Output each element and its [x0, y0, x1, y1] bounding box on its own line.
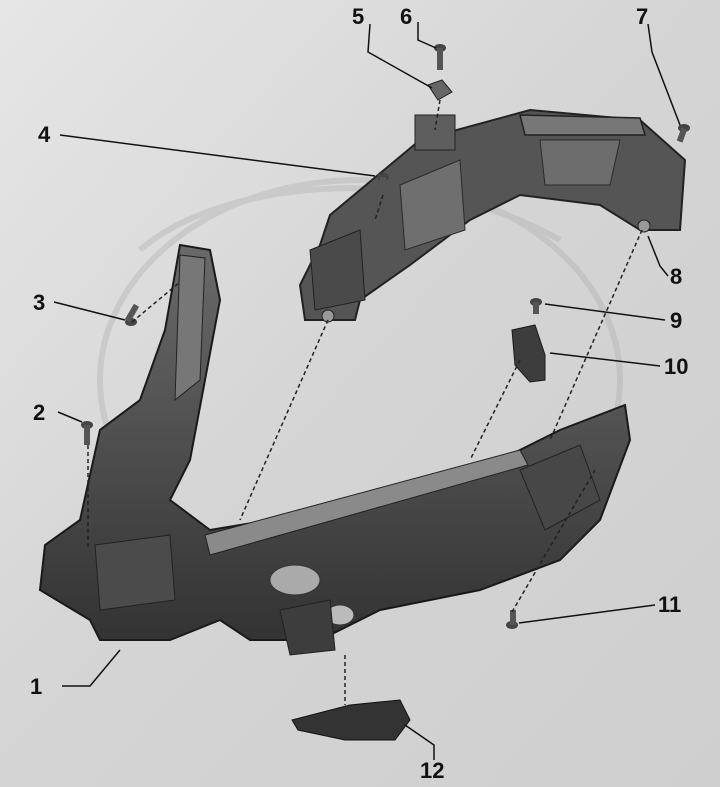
bolt-9	[530, 298, 542, 314]
callout-3: 3	[33, 290, 46, 315]
callout-5: 5	[352, 4, 365, 29]
main-lower-bracket	[38, 243, 632, 656]
callout-11: 11	[658, 592, 682, 617]
leader-lines	[53, 22, 681, 760]
callout-8: 8	[670, 264, 683, 289]
bolt-7	[676, 124, 690, 143]
fasteners	[81, 44, 690, 741]
bolt-6	[434, 44, 446, 70]
callout-9: 9	[670, 308, 683, 333]
callout-1: 1	[30, 674, 43, 699]
callout-10: 10	[664, 354, 689, 379]
callout-4: 4	[38, 122, 51, 147]
clip-10	[511, 324, 546, 383]
clip-12	[291, 699, 411, 741]
upper-carrier-bracket	[298, 108, 687, 323]
bolt-4	[377, 173, 389, 195]
callout-2: 2	[33, 400, 46, 425]
assembly-lines	[87, 99, 643, 705]
callout-12: 12	[420, 758, 445, 783]
bolt-2	[81, 421, 93, 445]
callout-6: 6	[400, 4, 413, 29]
callout-7: 7	[636, 4, 649, 29]
nut-5	[427, 79, 453, 101]
bolt-11	[506, 610, 518, 629]
